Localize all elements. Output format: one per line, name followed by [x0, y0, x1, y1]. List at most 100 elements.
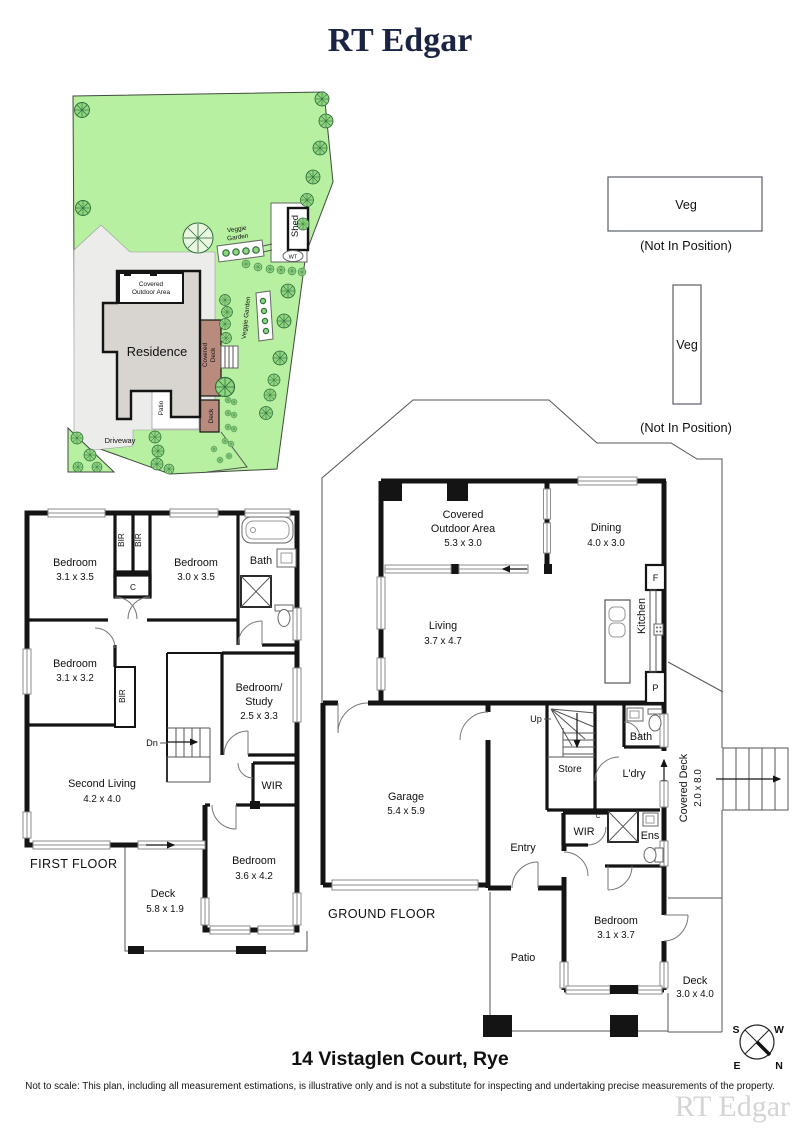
gf-deck-label: Deck [683, 975, 708, 987]
ff-bir3-label: BIR [118, 689, 127, 703]
ff-study-label1: Bedroom/ [236, 682, 283, 694]
gf-coa-label1: Covered [443, 509, 484, 521]
ff-bath-label: Bath [250, 555, 272, 567]
veg-note-2: (Not In Position) [640, 420, 732, 435]
gf-fridge-label: F [653, 573, 659, 583]
vanity-icon [276, 548, 297, 568]
gf-store-label: Store [558, 764, 582, 775]
ff-second-living-label: Second Living [68, 778, 136, 790]
feature-tree-icon [182, 222, 214, 254]
compass-n: N [775, 1060, 783, 1072]
gf-wir-label: WIR [574, 826, 595, 838]
gf-entry-label: Entry [510, 842, 536, 854]
site-stairs [220, 345, 239, 369]
gf-kitchen-label: Kitchen [636, 598, 648, 634]
gf-kitchen [604, 563, 667, 705]
ff-bedroom4-label: Bedroom [232, 855, 276, 867]
site-deck-label: Deck [208, 408, 215, 423]
gf-garage-label: Garage [388, 791, 424, 803]
site-covered-deck-label1: Covered [202, 342, 209, 367]
gf-covered-deck-dims: 2.0 x 8.0 [693, 769, 704, 807]
site-veggie-garden-top [216, 239, 265, 263]
water-tank-icon [282, 250, 304, 262]
site-covered-outdoor-label1: Covered [139, 281, 164, 288]
gf-pantry-label: P [652, 683, 658, 693]
gf-cupboard-label: C [596, 813, 601, 820]
veg-box-1-label: Veg [675, 198, 697, 212]
gf-patio-label: Patio [511, 952, 536, 964]
site-veggie-garden-right [255, 290, 274, 342]
gf-living-dims: 3.7 x 4.7 [424, 636, 462, 647]
watermark-logo: RT Edgar [674, 1090, 790, 1123]
ff-dn-label: Dn [146, 738, 158, 748]
site-covered-outdoor [118, 272, 184, 304]
gf-windows [331, 476, 669, 995]
veg-not-in-position: Veg (Not In Position) Veg (Not In Positi… [607, 176, 763, 435]
gf-coa-label2: Outdoor Area [431, 523, 495, 535]
ff-study-label2: Study [245, 696, 273, 708]
ff-bir2-label: BIR [134, 533, 143, 547]
compass-w: W [774, 1024, 784, 1036]
agency-logo: RT Edgar [327, 22, 473, 59]
sink-icon [608, 606, 626, 622]
gf-covered-deck-label: Covered Deck [678, 753, 690, 822]
ff-deck-dims: 5.8 x 1.9 [146, 904, 184, 915]
ens-toilet-icon [643, 847, 657, 863]
ff-bir1-label: BIR [117, 533, 126, 547]
disclaimer-text: Not to scale: This plan, including all m… [25, 1081, 775, 1092]
ground-floor-plan: Covered Outdoor Area 5.3 x 3.0 Dining 4.… [320, 399, 789, 1037]
property-address: 14 Vistaglen Court, Rye [291, 1048, 509, 1070]
site-covered-deck-label2: Deck [210, 347, 217, 362]
ff-study-dims: 2.5 x 3.3 [240, 711, 278, 722]
gf-external-stairs [716, 747, 789, 811]
gf-bath-label: Bath [630, 731, 652, 743]
gf-garage-dims: 5.4 x 5.9 [387, 806, 425, 817]
gf-dining-label: Dining [591, 522, 622, 534]
ff-wir-label: WIR [262, 780, 283, 792]
ff-windows [22, 508, 302, 935]
veg-box-1 [607, 176, 763, 232]
gf-living-label: Living [429, 620, 457, 632]
compass-s: S [732, 1024, 739, 1036]
site-veggie-top-label1: Veggie [227, 225, 248, 235]
ff-title: FIRST FLOOR [30, 857, 117, 871]
bath-vanity-icon [626, 707, 644, 722]
ff-bedroom2-dims: 3.0 x 3.5 [177, 572, 215, 583]
bath-toilet-icon [648, 714, 662, 732]
ff-bedroom2-label: Bedroom [174, 557, 218, 569]
gf-title: GROUND FLOOR [328, 907, 436, 921]
ff-walls [24, 510, 300, 933]
ff-stairs [160, 652, 222, 783]
site-wt-label: WT [289, 255, 298, 261]
site-driveway-label: Driveway [105, 436, 136, 445]
compass-icon: S W E N [732, 1024, 784, 1072]
gf-doors [337, 702, 689, 942]
ff-doors [94, 596, 263, 830]
gf-up-label: Up [530, 714, 542, 724]
site-residence-label: Residence [127, 344, 187, 359]
ff-bedroom4-dims: 3.6 x 4.2 [235, 871, 273, 882]
ff-second-living-dims: 4.2 x 4.0 [83, 794, 121, 805]
ff-cupboard-label: C [130, 583, 136, 592]
veg-box-2 [672, 284, 702, 405]
site-patio-label: Patio [158, 400, 165, 415]
gf-deck-dims: 3.0 x 4.0 [676, 989, 714, 1000]
gf-bedroom-dims: 3.1 x 3.7 [597, 930, 635, 941]
ff-bedroom3-dims: 3.1 x 3.2 [56, 673, 94, 684]
ens-vanity-icon [642, 812, 659, 827]
site-covered-outdoor-label2: Outdoor Area [132, 289, 170, 296]
veg-box-2-label: Veg [676, 338, 698, 352]
gf-ens-label: Ens [641, 830, 660, 842]
site-plan: Covered Outdoor Area Residence Covered D… [67, 91, 334, 475]
first-floor-plan: Bedroom 3.1 x 3.5 Bedroom 3.0 x 3.5 Bath… [22, 508, 308, 954]
site-veggie-top-label2: Garden [227, 233, 250, 243]
ff-bedroom1-dims: 3.1 x 3.5 [56, 572, 94, 583]
site-shed-label: Shed [290, 215, 301, 237]
gf-coa-dims: 5.3 x 3.0 [444, 538, 482, 549]
site-residence [101, 269, 202, 421]
veg-note-1: (Not In Position) [640, 238, 732, 253]
compass-e: E [733, 1060, 740, 1072]
gf-laundry-label: L'dry [622, 768, 646, 780]
